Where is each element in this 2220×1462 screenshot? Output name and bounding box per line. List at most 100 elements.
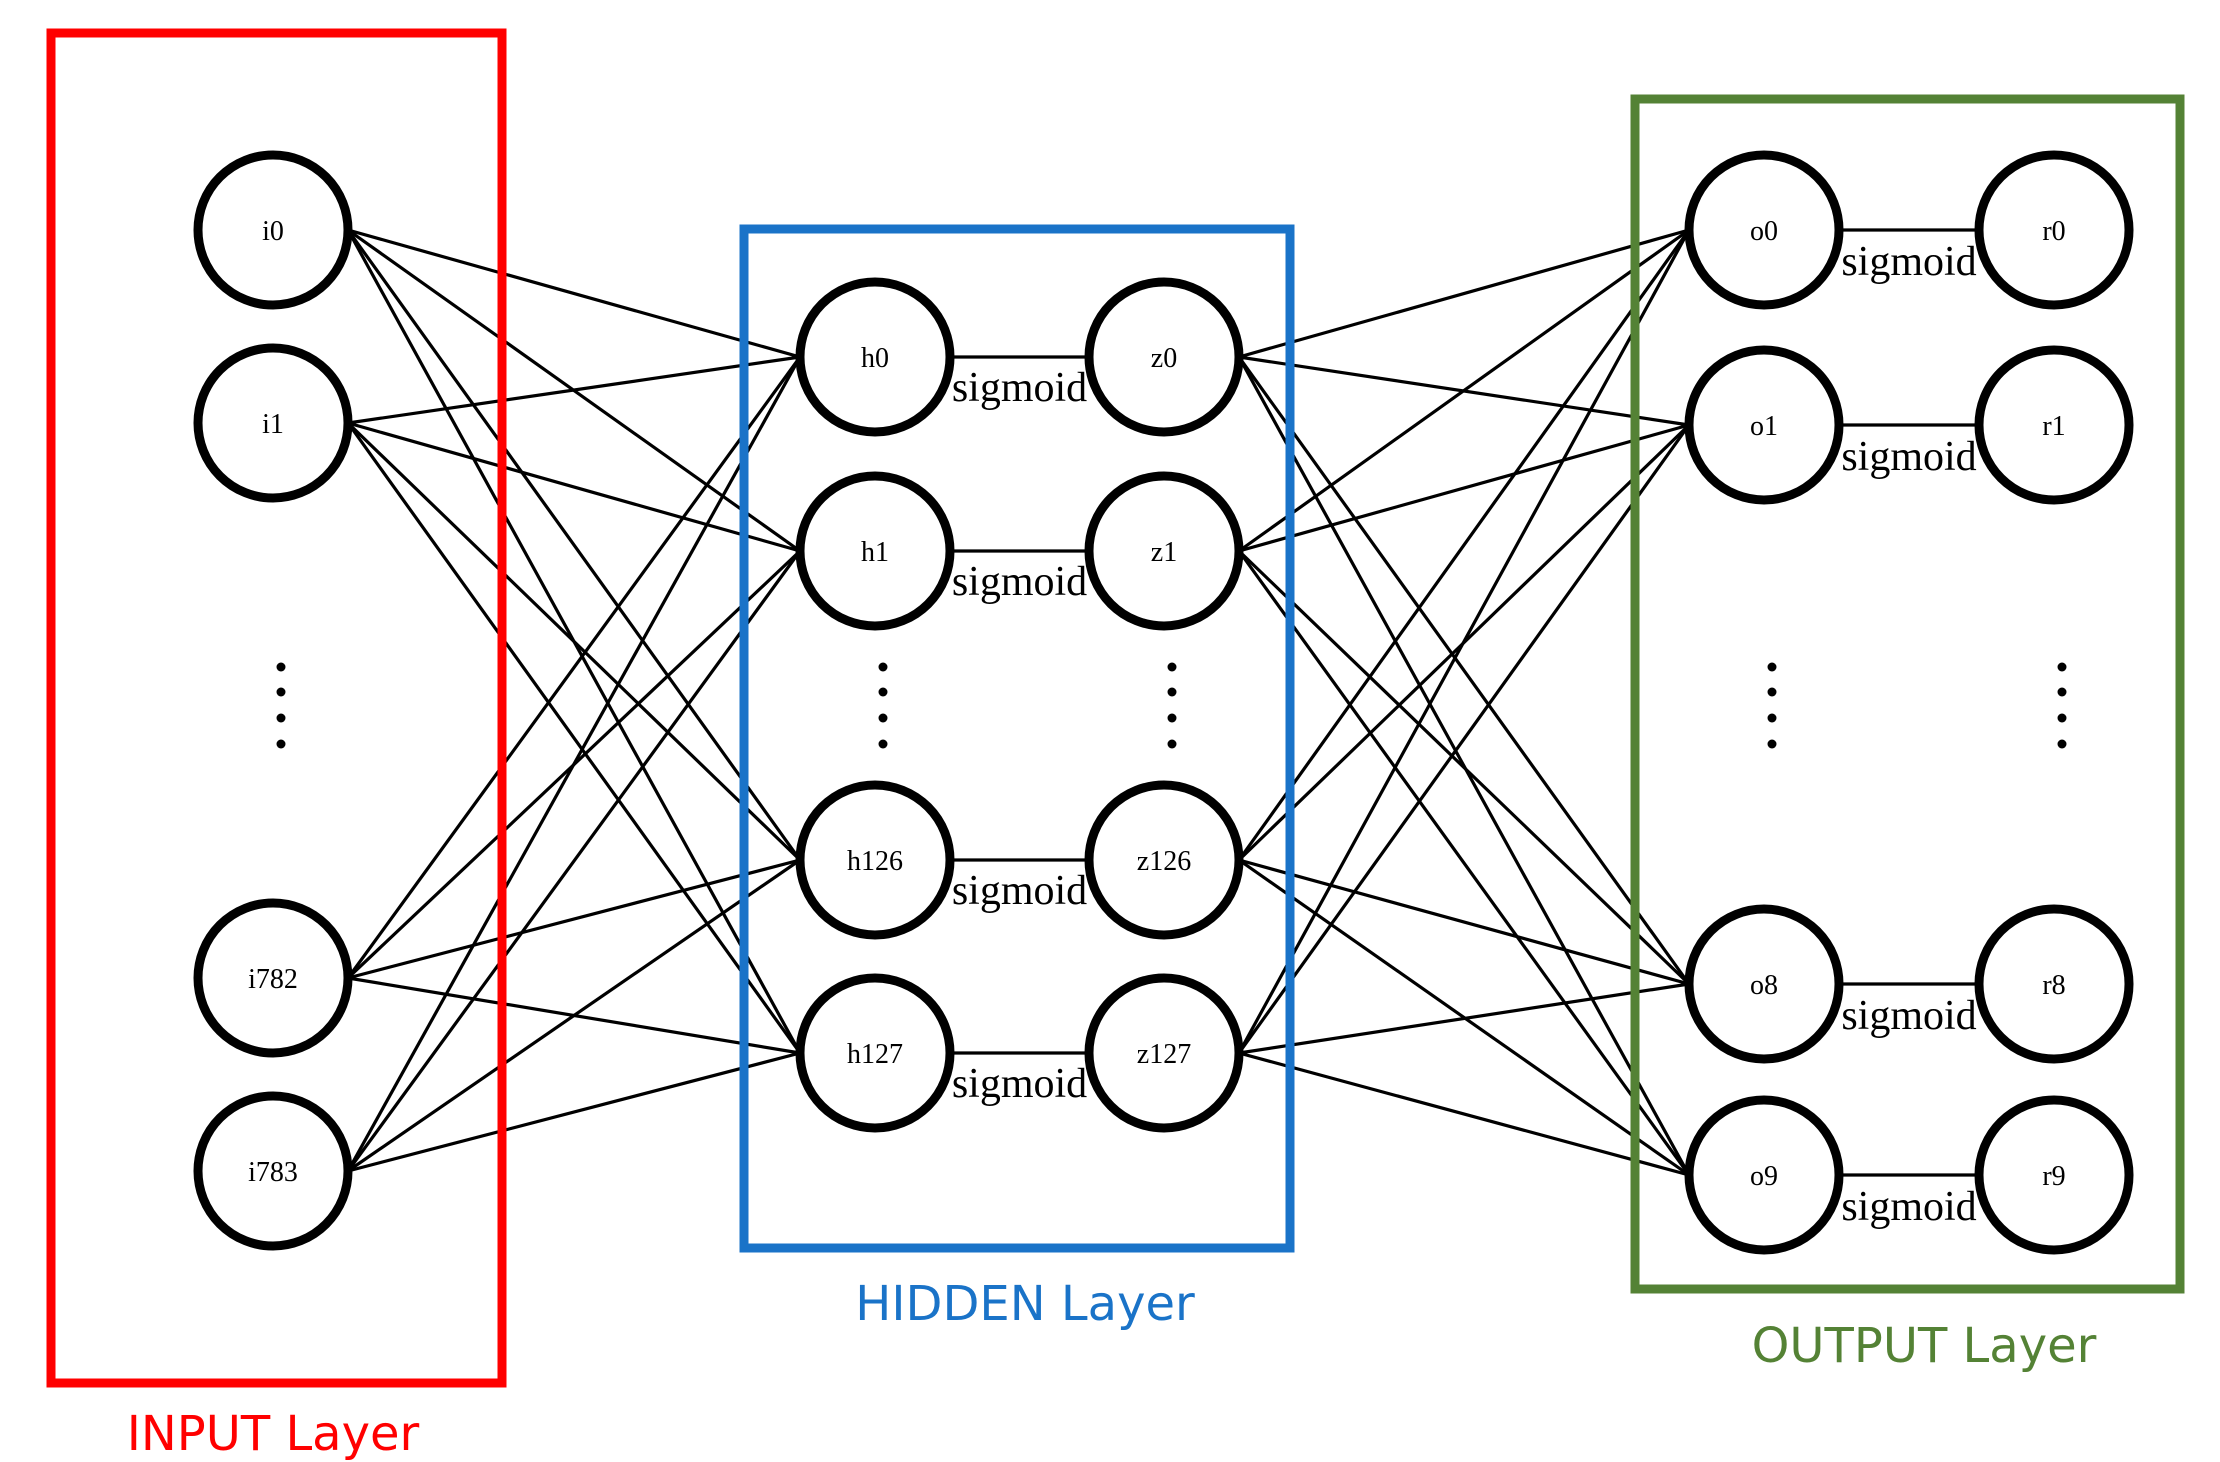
- edge-input-2-to-hidden-2: [347, 858, 801, 980]
- hidden-activation-label-3: sigmoid: [952, 1061, 1087, 1107]
- hidden-pre-node-3: h127: [795, 973, 955, 1133]
- hidden-activation-label-1: sigmoid: [952, 559, 1087, 605]
- output-pre-node-1-circle: [1684, 345, 1844, 505]
- output-activation-label-3: sigmoid: [1841, 1184, 1976, 1230]
- output-activation-label-1: sigmoid: [1841, 434, 1976, 480]
- hidden-pre-node-1-label: h1: [861, 537, 889, 568]
- input-node-2: i782: [193, 898, 353, 1058]
- hidden-pre-node-2: h126: [795, 780, 955, 940]
- output-pre-node-1-label: o1: [1750, 411, 1778, 442]
- ellipsis-dot: [276, 739, 286, 749]
- output-post-node-1: r1: [1974, 345, 2134, 505]
- ellipsis-dot: [1767, 739, 1777, 749]
- output-post-node-1-label: r1: [2042, 411, 2065, 442]
- hidden-pre-node-0-label: h0: [861, 343, 889, 374]
- hidden-post-node-1: z1: [1084, 471, 1244, 631]
- hidden-post-node-3-circle: [1084, 973, 1244, 1133]
- output-layer-caption: OUTPUT Layer: [1752, 1318, 2097, 1374]
- hidden-pre-node-3-circle: [795, 973, 955, 1133]
- hidden-post-node-1-circle: [1084, 471, 1244, 631]
- edge-input-1-to-hidden-0: [347, 355, 801, 425]
- ellipsis-dot: [276, 662, 286, 672]
- output-pre-node-3: o9: [1684, 1095, 1844, 1255]
- output-post-ellipsis: [2057, 662, 2067, 749]
- hidden-activation-label-0: sigmoid: [952, 365, 1087, 411]
- edge-input-3-to-hidden-0: [346, 356, 802, 1172]
- output-post-node-3-circle: [1974, 1095, 2134, 1255]
- edge-input-3-to-hidden-3: [347, 1051, 801, 1173]
- output-activation-label-0: sigmoid: [1841, 239, 1976, 285]
- input-node-2-label: i782: [248, 964, 298, 995]
- ellipsis-dot: [2057, 662, 2067, 672]
- output-post-node-0: r0: [1974, 150, 2134, 310]
- edge-hidden-1-to-output-3: [1237, 550, 1691, 1176]
- edge-hidden-3-to-output-0: [1237, 229, 1691, 1054]
- ellipsis-dot: [1167, 713, 1177, 723]
- ellipsis-dot: [2057, 713, 2067, 723]
- ellipsis-dot: [878, 687, 888, 697]
- output-post-node-0-circle: [1974, 150, 2134, 310]
- ellipsis-dots: [276, 662, 2067, 749]
- ellipsis-dot: [2057, 739, 2067, 749]
- output-post-node-2-circle: [1974, 904, 2134, 1064]
- hidden-post-node-3: z127: [1084, 973, 1244, 1133]
- output-pre-ellipsis: [1767, 662, 1777, 749]
- edge-hidden-1-to-output-1: [1238, 423, 1690, 553]
- hidden-post-node-0-label: z0: [1151, 343, 1177, 374]
- ellipsis-dot: [878, 713, 888, 723]
- ellipsis-dot: [276, 687, 286, 697]
- hidden-pre-node-2-circle: [795, 780, 955, 940]
- output-pre-node-3-circle: [1684, 1095, 1844, 1255]
- output-pre-node-2-label: o8: [1750, 970, 1778, 1001]
- input-layer-box: [46, 28, 507, 1388]
- input-node-1: i1: [193, 343, 353, 503]
- hidden-post-node-0-circle: [1084, 277, 1244, 437]
- hidden-pre-node-0: h0: [795, 277, 955, 437]
- hidden-pre-node-1: h1: [795, 471, 955, 631]
- ellipsis-dot: [2057, 687, 2067, 697]
- ellipsis-dot: [878, 662, 888, 672]
- input-node-0-label: i0: [262, 216, 284, 247]
- output-post-node-3-label: r9: [2042, 1161, 2065, 1192]
- output-post-node-0-label: r0: [2042, 216, 2065, 247]
- output-pre-node-0-circle: [1684, 150, 1844, 310]
- edge-hidden-0-to-output-2: [1237, 356, 1691, 985]
- output-post-node-2-label: r8: [2042, 970, 2065, 1001]
- edge-input-1-to-hidden-1: [347, 421, 801, 553]
- hidden-post-node-3-label: z127: [1137, 1039, 1191, 1070]
- input-node-3: i783: [193, 1091, 353, 1251]
- hidden-pre-ellipsis: [878, 662, 888, 749]
- ellipsis-dot: [1767, 713, 1777, 723]
- ellipsis-dot: [1767, 687, 1777, 697]
- input-node-1-circle: [193, 343, 353, 503]
- ellipsis-dot: [1767, 662, 1777, 672]
- edge-input-2-to-hidden-0: [346, 356, 802, 979]
- output-pre-node-1: o1: [1684, 345, 1844, 505]
- hidden-activation-label-2: sigmoid: [952, 868, 1087, 914]
- output-pre-node-0-label: o0: [1750, 216, 1778, 247]
- edge-input-3-to-hidden-1: [346, 550, 802, 1172]
- hidden-post-node-2-circle: [1084, 780, 1244, 940]
- edge-hidden-3-to-output-3: [1238, 1051, 1690, 1177]
- output-post-node-1-circle: [1974, 345, 2134, 505]
- edge-input-0-to-hidden-2: [346, 229, 802, 861]
- output-pre-node-2: o8: [1684, 904, 1844, 1064]
- hidden-pre-node-2-label: h126: [847, 846, 903, 877]
- edge-hidden-1-to-output-0: [1238, 228, 1690, 553]
- input-node-1-label: i1: [262, 409, 284, 440]
- output-pre-node-0: o0: [1684, 150, 1844, 310]
- edge-hidden-1-to-output-2: [1237, 549, 1691, 986]
- output-post-node-2: r8: [1974, 904, 2134, 1064]
- edge-hidden-3-to-output-1: [1237, 424, 1691, 1054]
- hidden-post-node-2: z126: [1084, 780, 1244, 940]
- output-post-node-3: r9: [1974, 1095, 2134, 1255]
- hidden-post-ellipsis: [1167, 662, 1177, 749]
- output-layer-box: [1630, 94, 2185, 1294]
- ellipsis-dot: [1167, 687, 1177, 697]
- edge-hidden-2-to-output-0: [1237, 229, 1691, 861]
- edge-hidden-0-to-output-0: [1238, 228, 1690, 359]
- hidden-pre-node-3-label: h127: [847, 1039, 903, 1070]
- input-node-0-circle: [193, 150, 353, 310]
- input-node-3-label: i783: [248, 1157, 298, 1188]
